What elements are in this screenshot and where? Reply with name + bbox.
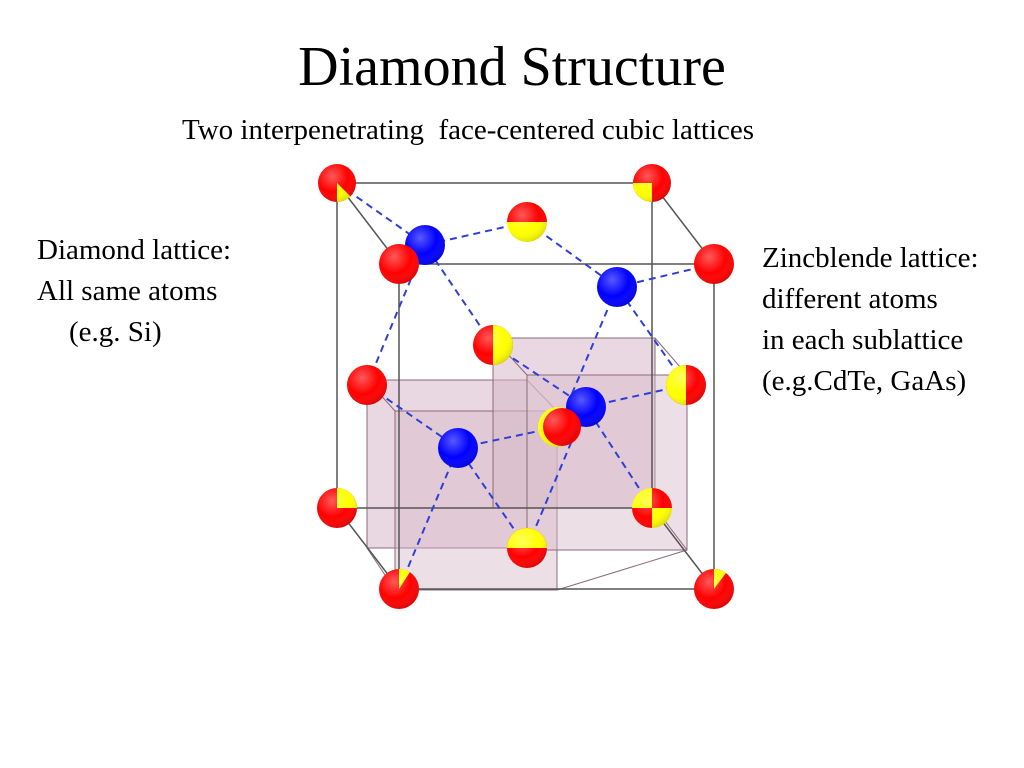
bond-line: [526, 406, 587, 549]
bond-line: [398, 447, 459, 590]
page-title: Diamond Structure: [298, 36, 726, 98]
atom-blue: [597, 267, 637, 307]
atom-red: [694, 569, 734, 609]
atom-red-yellow: [507, 528, 547, 568]
subtitle: Two interpenetrating face-centered cubic…: [182, 114, 755, 146]
bond-line: [424, 244, 494, 346]
diamond-lattice-example: (e.g. Si): [69, 316, 162, 348]
zincblende-lattice-note: Zincblende lattice: different atoms in e…: [762, 238, 979, 402]
diamond-lattice-note: Diamond lattice: All same atoms (e.g. Si…: [37, 230, 231, 353]
atom-red-yellow: [633, 164, 671, 202]
zincblende-lattice-line-2: in each sublattice: [762, 324, 964, 356]
atom-red: [379, 568, 419, 609]
atom-blue: [438, 428, 478, 468]
sub-cube-edge: [556, 549, 688, 591]
atom-red: [694, 244, 734, 284]
atom-red-yellow: [473, 325, 513, 365]
bond-line: [585, 406, 653, 509]
zincblende-lattice-line-1: different atoms: [762, 283, 938, 315]
diamond-lattice-line-1: All same atoms: [37, 275, 218, 307]
atom-red-yellow: [538, 407, 581, 447]
atom-red-yellow: [632, 488, 672, 528]
atom-red-yellow: [507, 202, 547, 242]
atom-red-yellow: [317, 488, 357, 528]
zincblende-lattice-heading: Zincblende lattice:: [762, 242, 979, 274]
diamond-lattice-heading: Diamond lattice:: [37, 234, 232, 266]
zincblende-lattice-example: (e.g.CdTe, GaAs): [762, 365, 967, 397]
atom-red-yellow: [666, 365, 706, 405]
atom-red-yellow: [318, 164, 356, 202]
atom-red: [347, 365, 387, 405]
unit-cell-cube: [336, 182, 715, 590]
bond-line: [457, 447, 528, 549]
atom-red: [379, 244, 419, 284]
